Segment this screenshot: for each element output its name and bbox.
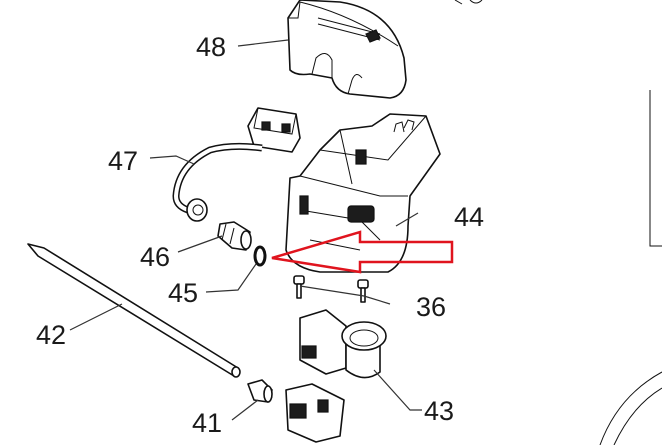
callout-36: 36	[416, 292, 446, 322]
callout-labels: 48 47 44 46 45 42 36 43 41	[36, 32, 484, 438]
callout-48: 48	[196, 32, 226, 62]
callout-44: 44	[454, 202, 484, 232]
highlight-arrow	[271, 230, 454, 274]
part-47-cable	[172, 107, 301, 222]
callout-47: 47	[108, 146, 138, 176]
callout-45: 45	[168, 278, 198, 308]
part-36-screws	[293, 275, 369, 303]
callout-43: 43	[424, 396, 454, 426]
callout-46: 46	[140, 242, 170, 272]
callout-42: 42	[36, 320, 66, 350]
part-46-fitting	[217, 221, 252, 251]
top-cutoff-marks	[454, 0, 483, 5]
part-48-cover	[287, 0, 407, 99]
leader-lines	[69, 39, 422, 421]
part-45-o-ring	[253, 245, 267, 267]
part-42-pin	[27, 243, 241, 378]
callout-41: 41	[192, 408, 222, 438]
part-41-fitting	[247, 379, 345, 443]
right-edge-fragments	[599, 90, 662, 445]
part-43-clip	[299, 309, 387, 379]
